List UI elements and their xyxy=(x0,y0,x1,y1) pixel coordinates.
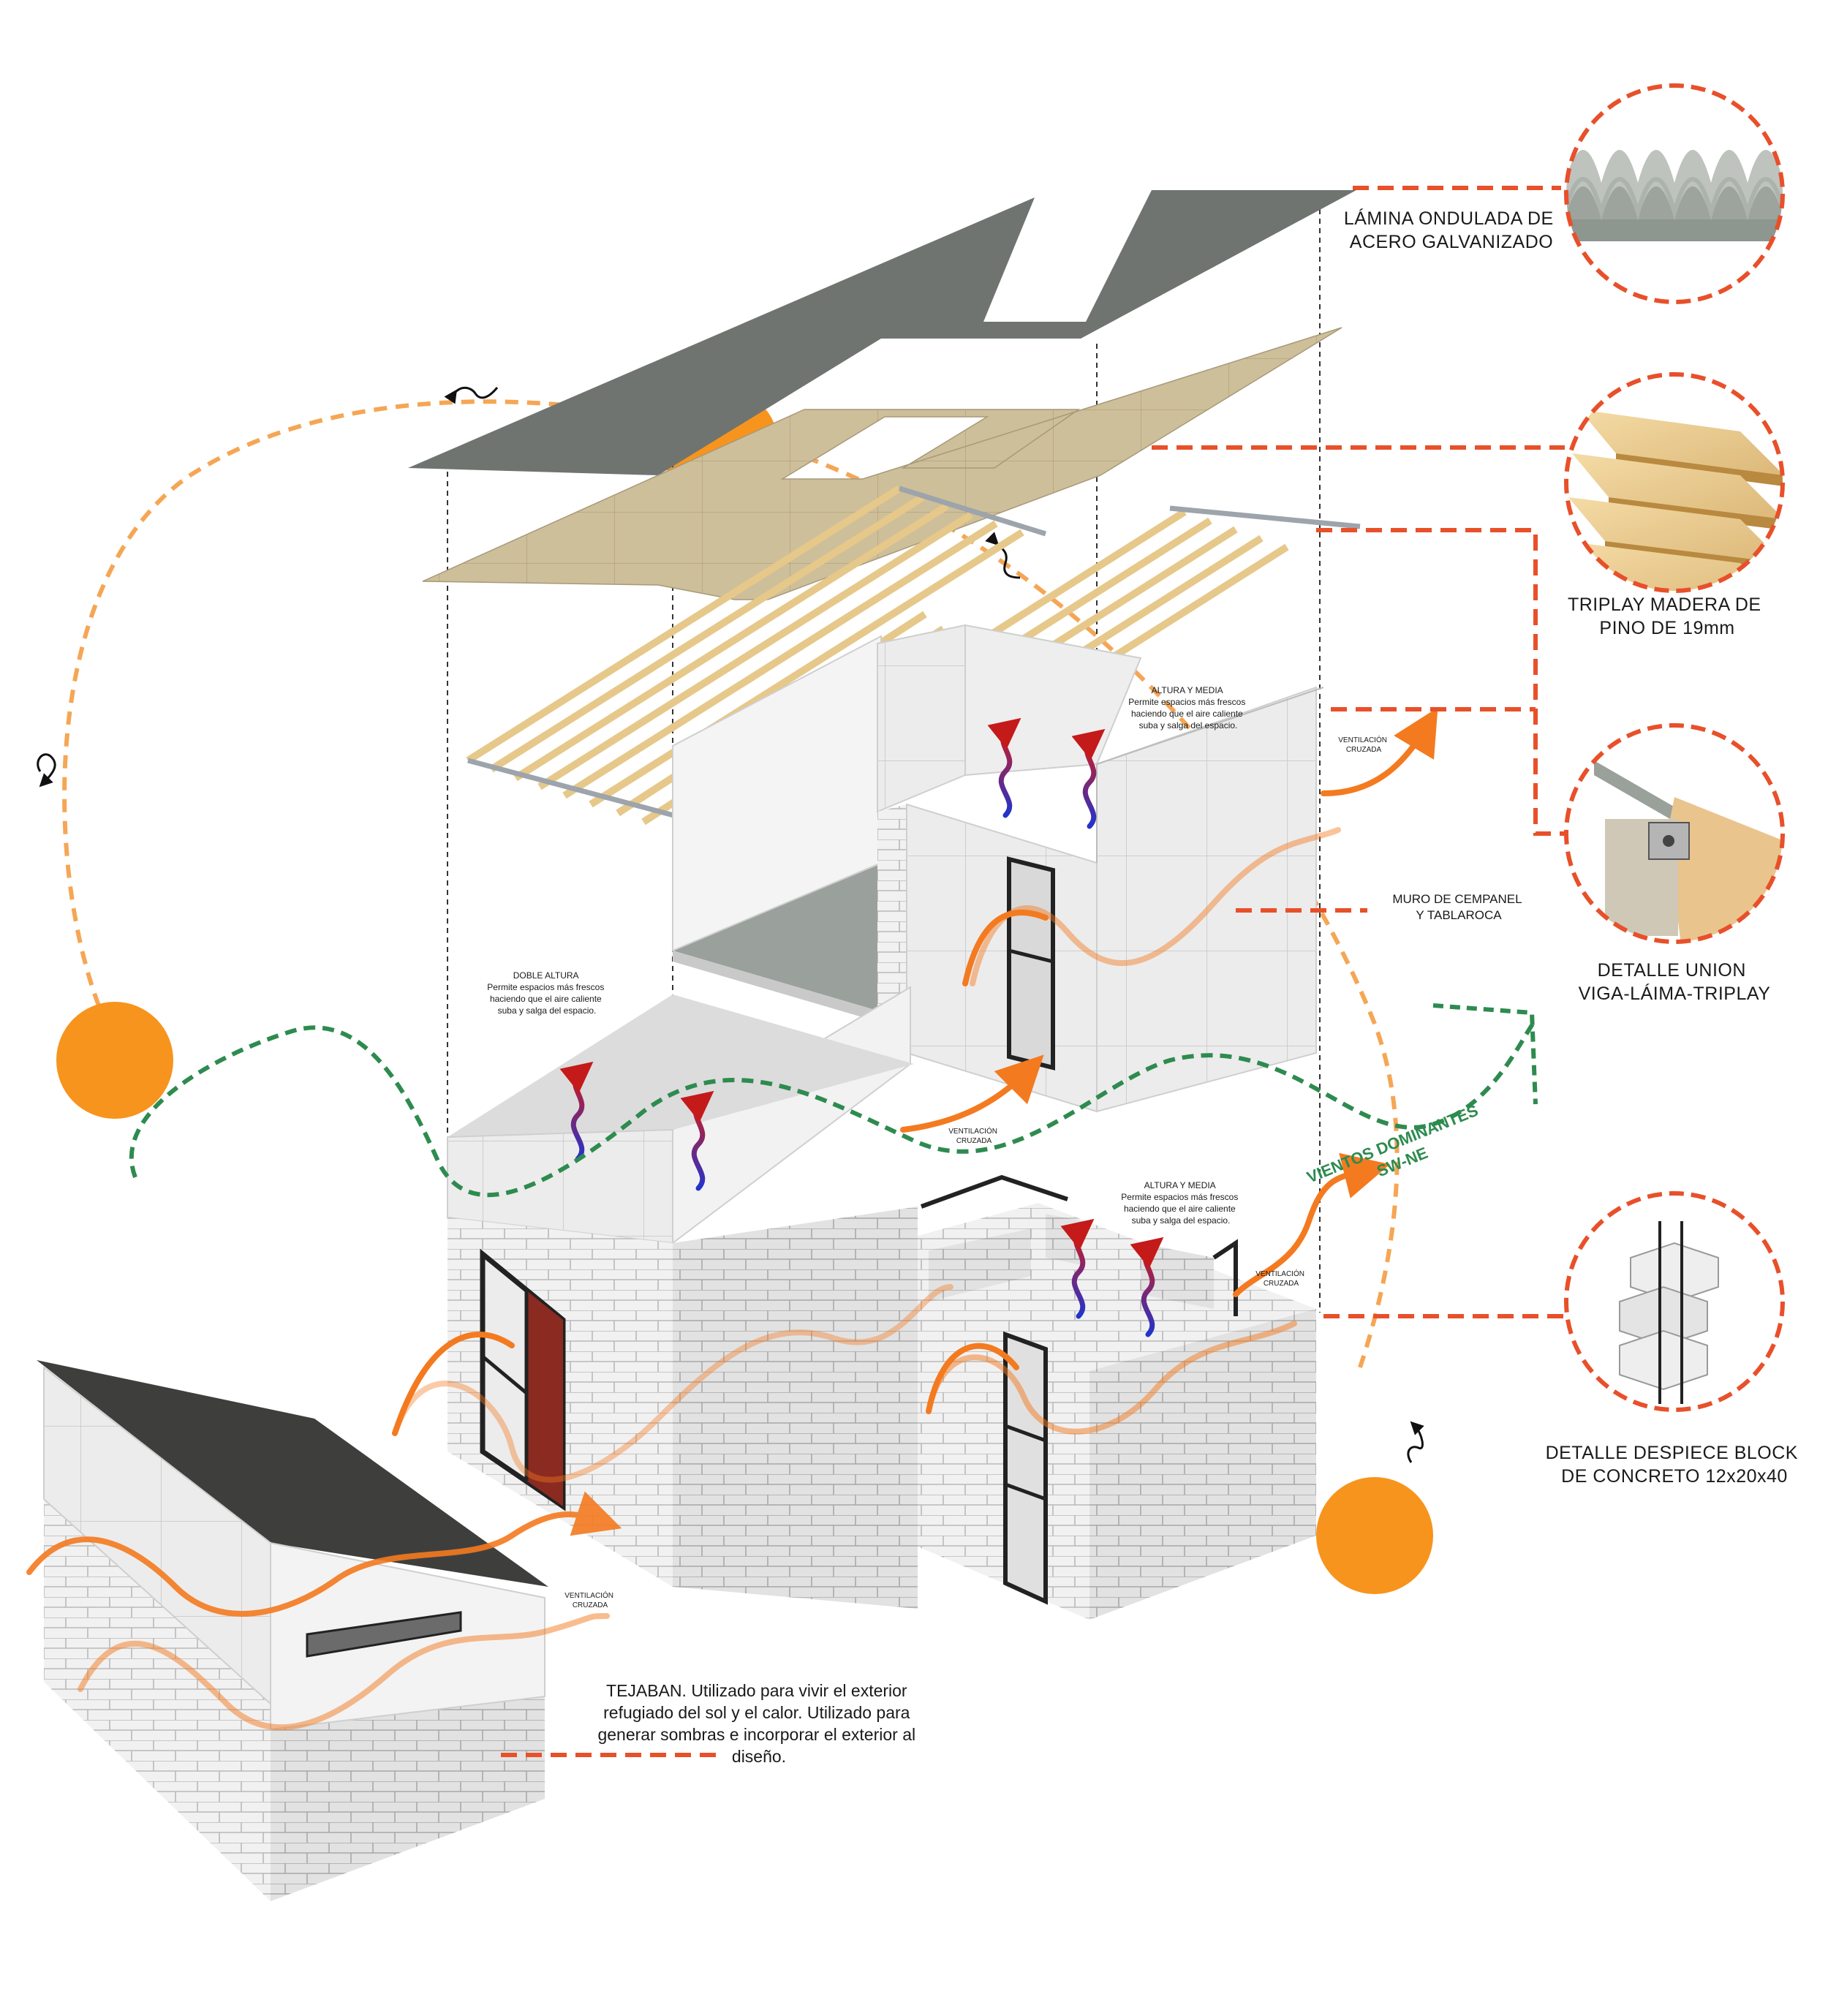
detail-circle-block xyxy=(1564,1191,1785,1412)
roof-sheet xyxy=(408,190,1356,475)
callout-leaders xyxy=(501,186,1565,1757)
label-muro: MURO DE CEMPANEL Y TABLAROCA xyxy=(1392,892,1525,922)
label-ventilacion-1: VENTILACIÓN CRUZADA xyxy=(1338,735,1389,754)
prevailing-wind-path xyxy=(129,1003,1538,1198)
detail-circle-plywood xyxy=(1564,372,1785,593)
roof-joists-left xyxy=(466,485,1047,826)
ground-floor xyxy=(447,986,1316,1620)
label-altura-media-top: ALTURA Y MEDIA Permite espacios más fres… xyxy=(1128,685,1247,730)
label-doble-altura: DOBLE ALTURA Permite espacios más fresco… xyxy=(487,970,606,1016)
label-ventilacion-3: VENTILACIÓN CRUZADA xyxy=(1255,1269,1306,1288)
label-ventilacion-4: VENTILACIÓN CRUZADA xyxy=(564,1590,615,1609)
detail-circle-corrugated-sheet xyxy=(1564,83,1785,304)
plywood-layer xyxy=(422,327,1342,600)
hot-air-arrows xyxy=(559,717,1164,1337)
label-altura-media-bottom: ALTURA Y MEDIA Permite espacios más fres… xyxy=(1121,1180,1240,1226)
sun-icon xyxy=(56,1002,173,1119)
cross-ventilation-flows xyxy=(26,707,1438,1731)
label-detalle-block: DETALLE DESPIECE BLOCK DE CONCRETO 12x20… xyxy=(1546,1443,1804,1487)
tejaban-structure xyxy=(37,1360,548,1901)
sun-icon xyxy=(1316,1477,1433,1594)
label-detalle-union: DETALLE UNION VIGA-LÁIMA-TRIPLAY xyxy=(1579,960,1771,1004)
label-triplay: TRIPLAY MADERA DE PINO DE 19mm xyxy=(1568,594,1767,638)
label-ventilacion-2: VENTILACIÓN CRUZADA xyxy=(948,1126,999,1145)
detail-circle-union xyxy=(1564,723,1785,944)
label-tejaban: TEJABAN. Utilizado para vivir el exterio… xyxy=(597,1681,920,1766)
label-lamina: LÁMINA ONDULADA DE ACERO GALVANIZADO xyxy=(1344,208,1559,252)
